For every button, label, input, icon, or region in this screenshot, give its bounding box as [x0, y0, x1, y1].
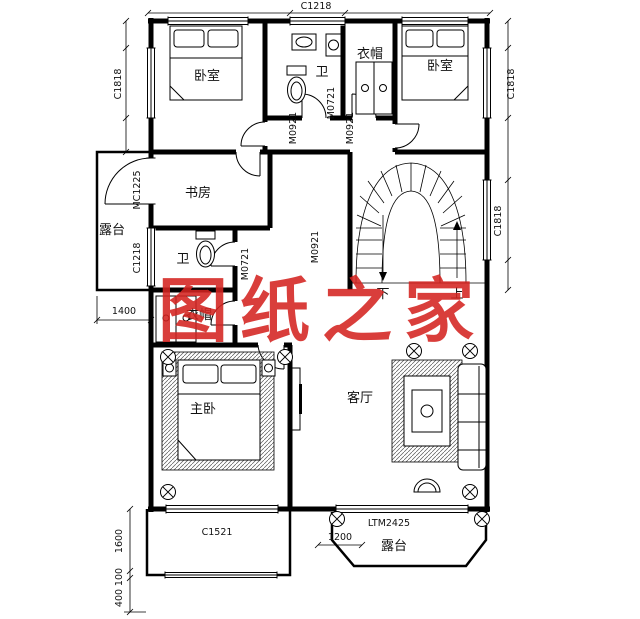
bed-master: [161, 351, 276, 471]
sofa-living: [457, 363, 487, 471]
dim-c1818-right-top: C1818: [506, 69, 517, 100]
dim-c1818-right-mid: C1818: [493, 206, 504, 237]
toilet-bath2: [195, 230, 216, 268]
bath2-label: 卫: [176, 252, 189, 267]
bed-bedroom1: [169, 25, 243, 101]
column-symbols: [160, 343, 490, 527]
stairs-down-label: 下: [376, 287, 389, 302]
terrace-bottom-label: 露台: [381, 539, 407, 554]
dim-c1818-left: C1818: [113, 69, 124, 100]
wardrobe-cloak2: [155, 295, 197, 343]
dim-m0921-c: M0921: [310, 231, 321, 263]
dim-1600: 1600: [114, 529, 125, 553]
dim-c1218-left: C1218: [132, 243, 143, 274]
chair-living: [413, 478, 441, 493]
master-label: 主卧: [190, 402, 216, 417]
study-label: 书房: [185, 185, 211, 201]
terrace-left-label: 露台: [99, 223, 125, 238]
dim-400: 400: [114, 589, 125, 607]
wardrobe-cloak1: [355, 61, 393, 115]
cloak1-label: 衣帽: [357, 46, 383, 62]
dim-ltm2425: LTM2425: [368, 518, 410, 529]
staircase: 下 上: [350, 162, 487, 302]
basin-bath1: [291, 33, 342, 57]
living-label: 客厅: [347, 390, 373, 406]
dim-1200: 1200: [328, 532, 352, 543]
dim-c1521: C1521: [202, 527, 233, 538]
tv-cabinet: [291, 367, 302, 431]
dim-m0921-b: M0921: [345, 112, 356, 144]
dim-m0721-a: M0721: [326, 87, 337, 119]
dimension-lines: [93, 9, 512, 616]
room-labels: 卧室 卫 衣帽 卧室 书房 露台 卫 衣帽 主卧 客厅 露台: [99, 46, 453, 554]
bed-bedroom2: [401, 25, 469, 101]
dim-c1218-top: C1218: [301, 1, 332, 12]
dim-m0921-a: M0921: [288, 112, 299, 144]
bedroom2-label: 卧室: [427, 58, 453, 74]
bedroom1-label: 卧室: [194, 68, 220, 84]
dim-1400: 1400: [112, 306, 136, 317]
cloak2-label: 衣帽: [186, 307, 212, 323]
toilet-bath1: [286, 65, 307, 104]
dimension-labels: C1218 C1818 C1818 C1818 MC1225 C1218 M09…: [112, 1, 517, 607]
stairs-up-label: 上: [450, 287, 463, 302]
watermark-text: 图纸之家: [158, 270, 486, 352]
dim-m0721-b: M0721: [240, 248, 251, 280]
dim-100: 100: [114, 568, 125, 586]
rug-living: [391, 359, 463, 463]
dim-mc1225: MC1225: [132, 170, 143, 209]
bath1-label: 卫: [315, 65, 328, 80]
